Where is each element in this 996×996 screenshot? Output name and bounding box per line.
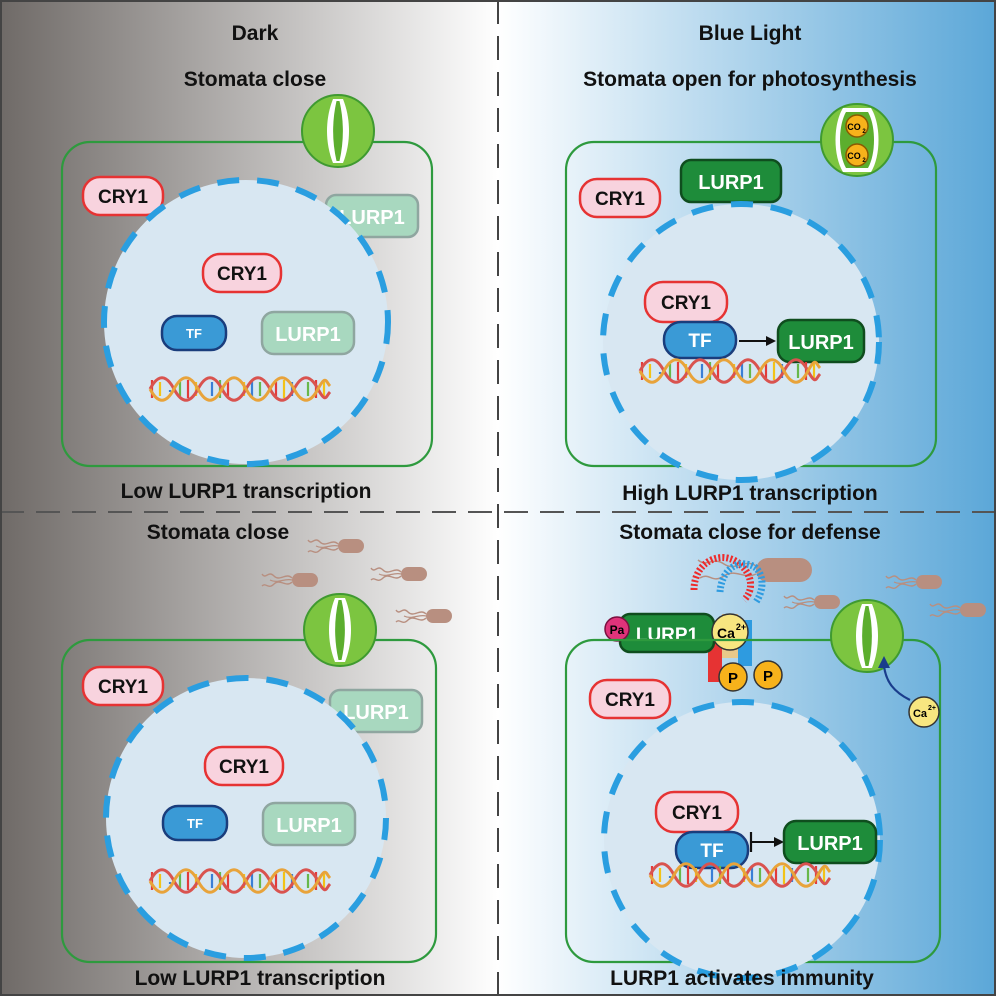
panel-dark-bottom: Stomata close CRY1 LURP1 CRY1 TF LURP1 L… <box>60 521 453 990</box>
co2-subscript: 2 <box>862 158 866 164</box>
calcium-ion-icon <box>908 696 940 728</box>
cry1-label: CRY1 <box>595 189 645 210</box>
cry1-protein <box>81 665 165 707</box>
tf-protein <box>161 804 229 842</box>
guard-cell-outline <box>60 638 438 964</box>
nucleus-lurp1-label: LURP1 <box>797 833 863 855</box>
co2-subscript: 2 <box>862 129 866 135</box>
calcium-charge: 2+ <box>928 705 936 712</box>
panel-blue-light-bottom: Stomata close for defense LURP1 Pa Ca 2+… <box>564 521 987 990</box>
pa-label: Pa <box>610 623 625 637</box>
panel-caption: High LURP1 transcription <box>622 482 878 505</box>
nucleus-cry1-label: CRY1 <box>219 757 269 778</box>
nucleus-lurp1-label: LURP1 <box>275 324 341 346</box>
phospho-label: P <box>763 668 773 685</box>
nucleus-cry1-protein <box>201 252 283 294</box>
panel-heading: Stomata close <box>147 521 289 544</box>
membrane-lurp1-label: LURP1 <box>636 625 699 646</box>
panel-caption: LURP1 activates immunity <box>610 967 874 990</box>
cry1-label: CRY1 <box>605 690 655 711</box>
calcium-charge: 2+ <box>736 622 746 632</box>
nucleus-cry1-label: CRY1 <box>661 293 711 314</box>
lurp1-label: LURP1 <box>343 702 409 724</box>
panel-subheading: Stomata close <box>184 68 326 91</box>
panel-caption: Low LURP1 transcription <box>135 967 386 990</box>
closed-stoma-icon <box>303 593 377 667</box>
tf-label: TF <box>187 816 203 831</box>
calcium-label: Ca <box>717 625 735 641</box>
closed-stoma-icon <box>830 599 904 673</box>
nucleus-lurp1-faded <box>261 801 357 847</box>
closed-stoma-icon <box>301 94 375 168</box>
phospho-icon <box>718 662 748 692</box>
phospho-icon <box>753 660 783 690</box>
co2-molecule-icon: CO 2 <box>845 114 869 138</box>
phospho-label: P <box>728 670 738 687</box>
inhibition-arrow-icon <box>749 832 784 852</box>
cry1-protein <box>588 678 672 720</box>
nucleus-lurp1-label: LURP1 <box>276 815 342 837</box>
tf-protein <box>160 314 228 352</box>
panel-heading: Blue Light <box>699 22 802 45</box>
calcium-label: Ca <box>913 708 928 720</box>
panel-caption: Low LURP1 transcription <box>121 480 372 503</box>
nucleus-lurp1-faded <box>260 310 356 356</box>
co2-molecule-icon: CO 2 <box>845 143 869 167</box>
panel-heading: Stomata close for defense <box>619 521 880 544</box>
tf-protein <box>662 320 738 360</box>
calcium-influx-arrow-icon <box>878 656 911 701</box>
co2-label: CO <box>847 151 861 161</box>
panel-blue-light-top: Blue Light Stomata open for photosynthes… <box>564 22 938 505</box>
lurp1-label: LURP1 <box>339 207 405 229</box>
tf-label: TF <box>186 326 202 341</box>
panel-dark-top: Dark Stomata close CRY1 LURP1 CRY1 TF LU… <box>60 22 434 503</box>
cry1-label: CRY1 <box>98 677 148 698</box>
tf-label: TF <box>700 841 723 862</box>
nucleus-cry1-label: CRY1 <box>672 803 722 824</box>
activation-arrow-icon <box>739 336 776 346</box>
lurp1-label: LURP1 <box>698 172 764 194</box>
nucleus-cry1-protein <box>203 745 285 787</box>
cry1-protein <box>578 177 662 219</box>
tf-label: TF <box>688 331 711 352</box>
cry1-label: CRY1 <box>98 187 148 208</box>
nucleus-cry1-label: CRY1 <box>217 264 267 285</box>
panel-heading: Dark <box>232 22 279 45</box>
panel-subheading: Stomata open for photosynthesis <box>583 68 917 91</box>
nucleus-lurp1-protein <box>782 819 878 865</box>
nucleus-lurp1-label: LURP1 <box>788 332 854 354</box>
cry1-protein <box>81 175 165 217</box>
nucleus-lurp1-protein <box>776 318 866 364</box>
co2-label: CO <box>847 122 861 132</box>
